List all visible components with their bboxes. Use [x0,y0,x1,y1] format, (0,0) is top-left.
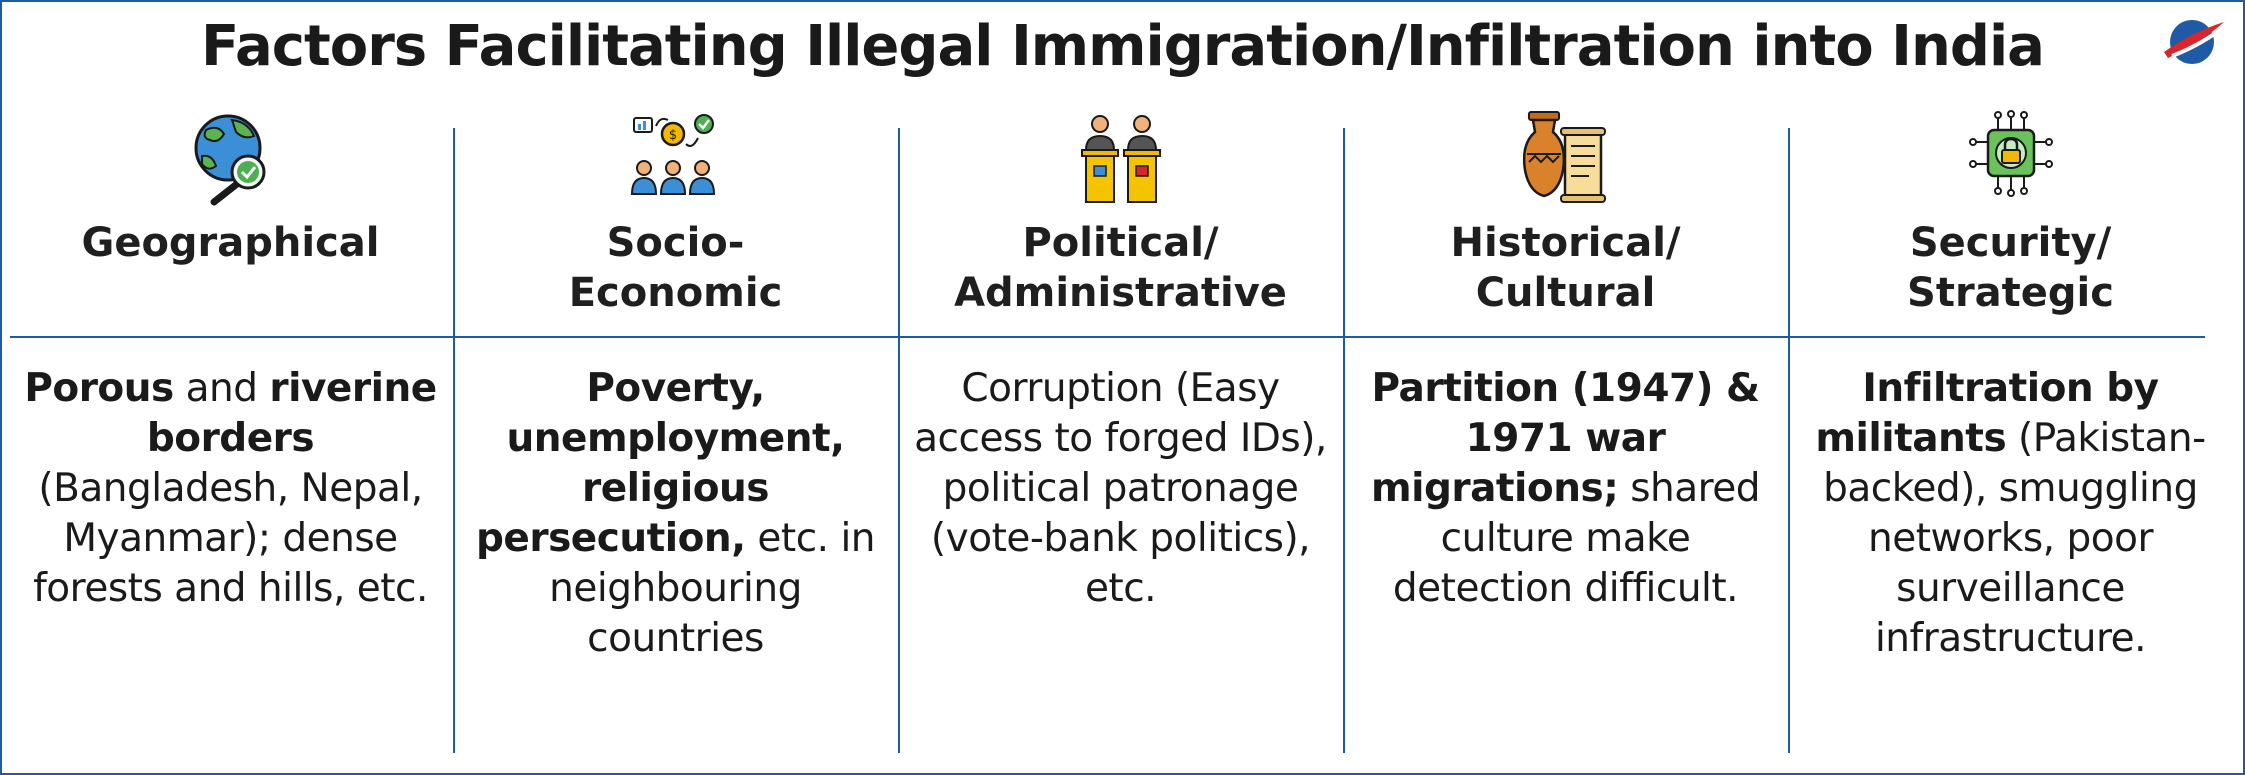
factor-heading: Socio-Economic [568,220,783,316]
factor-column-socio-economic: $ Socio-Economic Poverty, unemployment, … [453,0,898,771]
economy-people-icon: $ [630,114,716,195]
column-divider [1788,128,1790,753]
factor-column-security-strategic: Security/Strategic Infiltration by milit… [1788,0,2233,771]
brand-logo-icon [2164,20,2224,64]
page-title: Factors Facilitating Illegal Immigration… [201,14,2045,79]
factor-heading: Historical/Cultural [1450,220,1681,316]
factor-column-geographical: Geographical Porous and riverine borders… [8,0,453,771]
factor-description: Porous and riverine borders (Bangladesh,… [24,366,437,611]
column-divider [453,128,455,753]
factor-description: Infiltration by militants (Pakistan-back… [1815,366,2206,661]
svg-text:$: $ [669,128,677,143]
security-lock-circuit-icon [1969,110,2053,197]
factor-heading: Security/Strategic [1907,220,2114,316]
column-divider [1343,128,1345,753]
factor-heading: Geographical [81,220,380,266]
column-divider [898,128,900,753]
globe-magnifier-icon [194,114,266,206]
factor-description: Corruption (Easy access to forged IDs), … [914,366,1327,611]
politicians-podium-icon [1081,115,1161,203]
factor-description: Partition (1947) & 1971 war migrations; … [1370,366,1761,611]
vase-scroll-icon [1523,111,1606,203]
factor-column-political-administrative: Political/Administrative Corruption (Eas… [898,0,1343,771]
factor-column-historical-cultural: Historical/Cultural Partition (1947) & 1… [1343,0,1788,771]
row-divider [10,336,2205,338]
factor-heading: Political/Administrative [954,220,1287,316]
factor-description: Poverty, unemployment, religious persecu… [475,366,876,661]
